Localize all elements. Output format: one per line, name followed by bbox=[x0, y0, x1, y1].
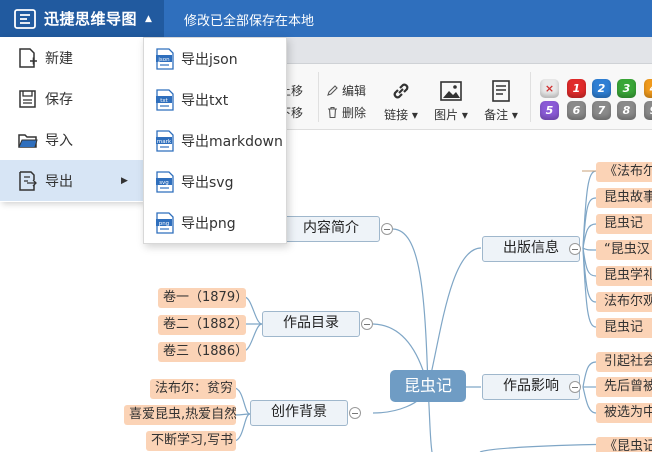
leaf-publish-1[interactable]: 《法布尔 bbox=[596, 162, 652, 182]
leaf-influence-3[interactable]: 被选为中 bbox=[596, 403, 652, 423]
image-label: 图片 bbox=[434, 108, 459, 122]
app-title: 迅捷思维导图 bbox=[44, 10, 138, 28]
new-file-icon bbox=[19, 47, 37, 68]
leaf-publish-6[interactable]: 法布尔观 bbox=[596, 292, 652, 312]
menu-item-export[interactable]: 导出 ▶ bbox=[0, 160, 144, 201]
leaf-catalog-1[interactable]: 卷一（1879） bbox=[158, 288, 246, 308]
priority-button[interactable]: 2 bbox=[592, 79, 611, 98]
priority-button[interactable]: × bbox=[540, 79, 559, 98]
menu-item-label: 新建 bbox=[45, 50, 73, 67]
svg-text:mark: mark bbox=[157, 138, 172, 144]
collapse-toggle[interactable] bbox=[361, 318, 373, 330]
file-svg-icon: svg bbox=[156, 170, 174, 193]
export-option-svg[interactable]: svg 导出svg bbox=[144, 161, 286, 202]
svg-text:json: json bbox=[157, 56, 170, 62]
branch-influence[interactable]: 作品影响 bbox=[482, 374, 580, 400]
export-option-label: 导出svg bbox=[181, 174, 234, 191]
leaf-extra[interactable]: 《昆虫记 bbox=[596, 437, 652, 452]
edit-button[interactable]: 编辑 bbox=[326, 82, 366, 99]
link-icon bbox=[393, 83, 409, 99]
priority-button[interactable]: 5 bbox=[540, 101, 559, 120]
menu-item-new[interactable]: 新建 bbox=[0, 37, 144, 78]
collapse-toggle[interactable] bbox=[381, 223, 393, 235]
note-button[interactable]: 备注 ▾ bbox=[478, 78, 524, 123]
branch-catalog[interactable]: 作品目录 bbox=[262, 311, 360, 337]
caret-down-icon: ▲ bbox=[145, 13, 152, 24]
menu-item-save[interactable]: 保存 bbox=[0, 78, 144, 119]
delete-button[interactable]: 删除 bbox=[326, 104, 366, 121]
leaf-influence-2[interactable]: 先后曾被 bbox=[596, 377, 652, 397]
mindmap-canvas[interactable]: 内容简介 卷一（1879） 卷二（1882） 卷三（1886） 作品目录 法布尔… bbox=[0, 130, 652, 452]
edit-label: 编辑 bbox=[342, 84, 367, 98]
leaf-background-1[interactable]: 法布尔：贫穷 bbox=[150, 379, 236, 399]
export-option-png[interactable]: png 导出png bbox=[144, 202, 286, 243]
priority-button[interactable]: 6 bbox=[567, 101, 586, 120]
branch-background[interactable]: 创作背景 bbox=[250, 400, 348, 426]
file-mark-icon: mark bbox=[156, 129, 174, 152]
top-bar: 迅捷思维导图 ▲ 修改已全部保存在本地 bbox=[0, 0, 652, 37]
priority-button[interactable]: 4 bbox=[644, 79, 652, 98]
leaf-publish-3[interactable]: 昆虫记 bbox=[596, 214, 652, 234]
file-txt-icon: txt bbox=[156, 88, 174, 111]
file-menu: 新建 保存 导入 导出 ▶ bbox=[0, 37, 144, 202]
branch-intro[interactable]: 内容简介 bbox=[282, 216, 380, 242]
leaf-publish-2[interactable]: 昆虫故事 bbox=[596, 188, 652, 208]
leaf-influence-1[interactable]: 引起社会 bbox=[596, 352, 652, 372]
leaf-catalog-3[interactable]: 卷三（1886） bbox=[158, 342, 246, 362]
chevron-right-icon: ▶ bbox=[121, 175, 128, 186]
save-status: 修改已全部保存在本地 bbox=[184, 14, 315, 29]
leaf-publish-4[interactable]: “昆虫汉 bbox=[596, 240, 652, 260]
svg-text:svg: svg bbox=[159, 179, 169, 185]
export-option-label: 导出txt bbox=[181, 92, 229, 109]
menu-item-import[interactable]: 导入 bbox=[0, 119, 144, 160]
note-icon bbox=[492, 80, 510, 102]
file-png-icon: png bbox=[156, 211, 174, 234]
link-button[interactable]: 链接 ▾ bbox=[378, 78, 424, 123]
leaf-background-2[interactable]: 喜爱昆虫,热爱自然 bbox=[124, 405, 236, 425]
priority-button[interactable]: 7 bbox=[592, 101, 611, 120]
save-icon bbox=[19, 89, 36, 108]
leaf-background-3[interactable]: 不断学习,写书 bbox=[146, 431, 236, 451]
export-submenu: json 导出json txt 导出txt mark 导出markdown svg 导出svg… bbox=[143, 37, 287, 244]
app-menu-button[interactable]: 迅捷思维导图 ▲ bbox=[0, 0, 164, 37]
leaf-publish-5[interactable]: 昆虫学礼 bbox=[596, 266, 652, 286]
link-label: 链接 bbox=[384, 108, 409, 122]
trash-icon bbox=[328, 106, 337, 119]
leaf-publish-7[interactable]: 昆虫记 bbox=[596, 318, 652, 338]
priority-button[interactable]: 9 bbox=[644, 101, 652, 120]
menu-item-label: 导入 bbox=[45, 132, 73, 149]
svg-text:png: png bbox=[159, 220, 169, 226]
export-option-mark[interactable]: mark 导出markdown bbox=[144, 120, 286, 161]
export-option-label: 导出png bbox=[181, 215, 236, 232]
pencil-icon bbox=[327, 85, 338, 96]
priority-button[interactable]: 1 bbox=[567, 79, 586, 98]
branch-publish[interactable]: 出版信息 bbox=[482, 236, 580, 262]
leaf-catalog-2[interactable]: 卷二（1882） bbox=[158, 315, 246, 335]
priority-button[interactable]: 3 bbox=[617, 79, 636, 98]
svg-text:txt: txt bbox=[160, 97, 168, 103]
menu-item-label: 导出 bbox=[45, 173, 73, 190]
toolbar-divider bbox=[530, 72, 531, 122]
image-button[interactable]: 图片 ▾ bbox=[428, 78, 474, 123]
collapse-toggle[interactable] bbox=[569, 243, 581, 255]
export-option-label: 导出json bbox=[181, 51, 238, 68]
file-json-icon: json bbox=[156, 47, 174, 70]
menu-item-label: 保存 bbox=[45, 91, 73, 108]
export-option-txt[interactable]: txt 导出txt bbox=[144, 79, 286, 120]
export-option-label: 导出markdown bbox=[181, 133, 283, 150]
root-node[interactable]: 昆虫记 bbox=[390, 370, 466, 402]
image-icon bbox=[440, 81, 462, 101]
collapse-toggle[interactable] bbox=[569, 381, 581, 393]
delete-label: 删除 bbox=[342, 106, 367, 120]
priority-button[interactable]: 8 bbox=[617, 101, 636, 120]
export-icon bbox=[19, 170, 37, 191]
toolbar-divider bbox=[318, 72, 319, 122]
folder-icon bbox=[18, 133, 38, 148]
app-logo-icon bbox=[14, 8, 36, 29]
collapse-toggle[interactable] bbox=[349, 407, 361, 419]
note-label: 备注 bbox=[484, 108, 509, 122]
export-option-json[interactable]: json 导出json bbox=[144, 38, 286, 79]
